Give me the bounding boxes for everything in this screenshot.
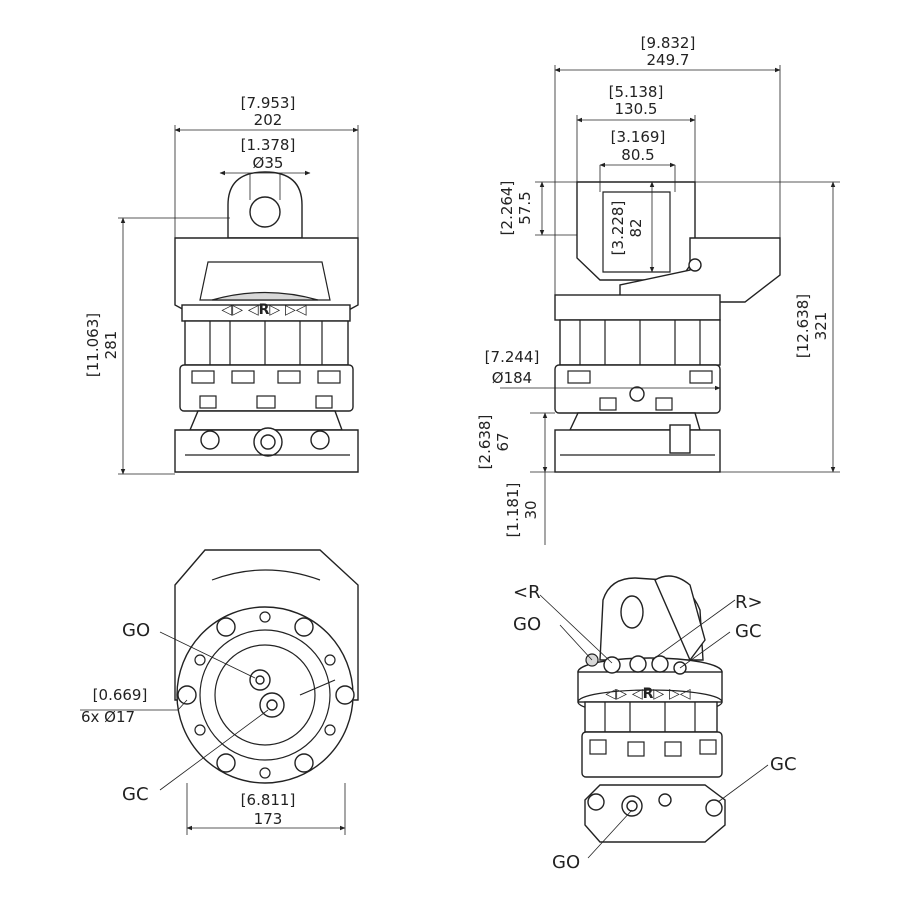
- front-rotation-mark: ◁▷ ◁R▷ ▷◁: [221, 302, 306, 318]
- side-bore-inch: [3.228]: [609, 201, 627, 256]
- front-height-inch: [11.063]: [84, 313, 102, 377]
- bottom-hole-inch: [0.669]: [93, 686, 148, 704]
- side-bore-mm: 82: [627, 218, 645, 237]
- bottom-hole-mm: 6x Ø17: [81, 708, 135, 726]
- side-height-mm: 321: [812, 312, 830, 341]
- iso-go-label-top: GO: [513, 614, 541, 635]
- bottom-width-inch: [6.811]: [241, 791, 296, 809]
- front-view: [118, 125, 359, 475]
- front-bore-inch: [1.378]: [241, 136, 296, 154]
- isometric-view: [539, 575, 769, 859]
- side-view: [500, 65, 840, 545]
- side-top-mm: 57.5: [516, 191, 534, 224]
- bottom-go-label: GO: [122, 620, 150, 641]
- front-height-mm: 281: [102, 331, 120, 360]
- front-bore-mm: Ø35: [253, 154, 284, 172]
- side-top-inch: [2.264]: [498, 181, 516, 236]
- side-lower-mm: 67: [494, 432, 512, 451]
- side-width-inch: [9.832]: [641, 34, 696, 52]
- bottom-view: [80, 549, 359, 835]
- bottom-gc-label: GC: [122, 784, 149, 805]
- iso-gc-label-top: GC: [735, 621, 762, 642]
- iso-gc-label-bottom: GC: [770, 754, 797, 775]
- iso-rotate-right-label: R>: [735, 592, 763, 613]
- iso-go-label-bottom: GO: [552, 852, 580, 873]
- front-width-mm: 202: [254, 111, 283, 129]
- side-mid-mm: 130.5: [615, 100, 658, 118]
- side-lower-inch: [2.638]: [476, 415, 494, 470]
- iso-rotate-left-label: <R: [513, 582, 541, 603]
- side-base-mm: 30: [522, 500, 540, 519]
- side-diameter-inch: [7.244]: [485, 348, 540, 366]
- side-inner-inch: [3.169]: [611, 128, 666, 146]
- front-width-inch: [7.953]: [241, 94, 296, 112]
- bottom-width-mm: 173: [254, 810, 283, 828]
- iso-rotation-mark: ◁▷ ◁R▷ ▷◁: [605, 686, 690, 702]
- side-mid-inch: [5.138]: [609, 83, 664, 101]
- side-inner-mm: 80.5: [621, 146, 654, 164]
- side-width-mm: 249.7: [647, 51, 690, 69]
- side-height-inch: [12.638]: [794, 294, 812, 358]
- side-diameter-mm: Ø184: [492, 369, 532, 387]
- side-base-inch: [1.181]: [504, 483, 522, 538]
